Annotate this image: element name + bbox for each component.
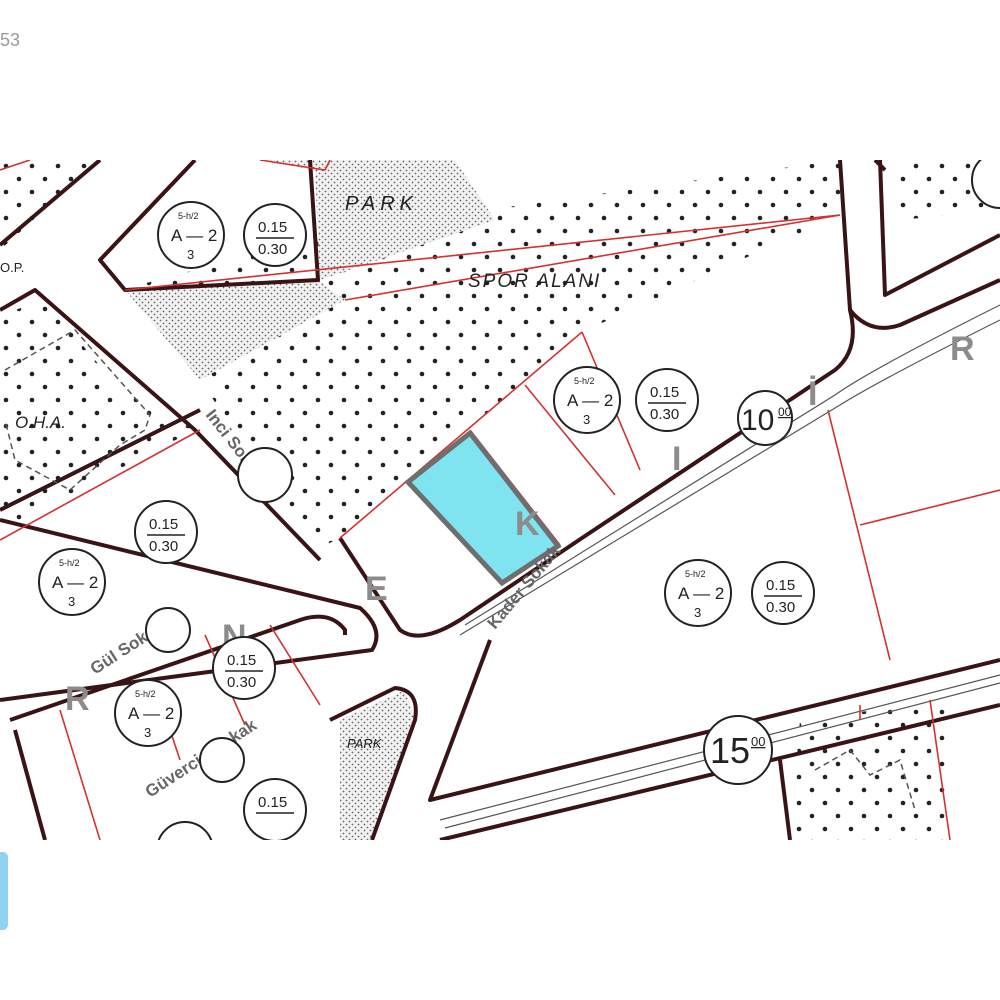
svg-text:5-h/2: 5-h/2 bbox=[59, 558, 80, 568]
park-area-small bbox=[340, 690, 415, 840]
svg-text:A — 2: A — 2 bbox=[52, 573, 98, 592]
svg-text:3: 3 bbox=[187, 247, 194, 262]
svg-text:A — 2: A — 2 bbox=[678, 584, 724, 603]
ratio-circle-1: 0.15 0.30 bbox=[243, 203, 307, 267]
op-label: O.P. bbox=[0, 260, 24, 275]
park-strip bbox=[125, 280, 345, 380]
svg-text:3: 3 bbox=[68, 594, 75, 609]
road-width-marker-lower: 15 00 bbox=[703, 715, 773, 785]
svg-text:10: 10 bbox=[741, 404, 774, 437]
oha-footprint bbox=[4, 329, 151, 491]
road-width-marker-main: 10 00 bbox=[737, 390, 793, 446]
zoning-circle-3: 5-h/2 A — 2 3 bbox=[38, 548, 106, 616]
oha-label: O.H.A. bbox=[15, 413, 66, 432]
svg-text:3: 3 bbox=[144, 725, 151, 740]
svg-text:5-h/2: 5-h/2 bbox=[135, 689, 156, 699]
svg-text:5-h/2: 5-h/2 bbox=[574, 376, 595, 386]
zoning-circle-4: 5-h/2 A — 2 3 bbox=[114, 679, 182, 747]
sport-area bbox=[120, 160, 840, 550]
svg-text:3: 3 bbox=[694, 605, 701, 620]
svg-text:0.30: 0.30 bbox=[149, 538, 178, 555]
svg-text:3: 3 bbox=[583, 412, 590, 427]
partial-circles bbox=[145, 160, 1000, 840]
road-letter-i: I bbox=[672, 440, 681, 478]
park-label-top: PARK bbox=[345, 193, 418, 215]
ratio-circle-2: 0.15 0.30 bbox=[635, 368, 699, 432]
footprint-bottom-right bbox=[814, 749, 916, 811]
zoning-map[interactable]: PARK SPOR ALANI O.H.A. O.P. PARK E R N K… bbox=[0, 160, 1000, 840]
svg-text:A — 2: A — 2 bbox=[171, 226, 217, 245]
ratio-circle-6: 0.15 bbox=[243, 778, 307, 840]
svg-text:0.30: 0.30 bbox=[766, 599, 795, 616]
svg-text:0.15: 0.15 bbox=[149, 516, 178, 533]
road-letter-i2: İ bbox=[808, 375, 817, 413]
svg-text:0.15: 0.15 bbox=[258, 219, 287, 236]
side-panel-tab[interactable] bbox=[0, 852, 8, 930]
oha-block bbox=[0, 300, 195, 530]
svg-text:0.15: 0.15 bbox=[227, 652, 256, 669]
dotted-block-bottom-right bbox=[790, 700, 950, 840]
svg-text:0.30: 0.30 bbox=[650, 406, 679, 423]
svg-text:0.15: 0.15 bbox=[766, 577, 795, 594]
svg-text:00: 00 bbox=[751, 734, 765, 749]
svg-text:0.15: 0.15 bbox=[650, 384, 679, 401]
ratio-circle-4: 0.15 0.30 bbox=[212, 636, 276, 700]
road-letter-r: R bbox=[65, 680, 90, 718]
svg-text:15: 15 bbox=[710, 730, 750, 771]
svg-text:A — 2: A — 2 bbox=[128, 704, 174, 723]
svg-text:0.30: 0.30 bbox=[227, 674, 256, 691]
road-letter-k: K bbox=[515, 505, 540, 543]
svg-text:5-h/2: 5-h/2 bbox=[685, 569, 706, 579]
svg-text:0.30: 0.30 bbox=[258, 241, 287, 258]
road-letter-e: E bbox=[365, 570, 388, 608]
parcel-lines bbox=[0, 160, 1000, 840]
road-letter-r2: R bbox=[950, 330, 975, 368]
ratio-circle-3: 0.15 0.30 bbox=[134, 500, 198, 564]
map-sheet-number: 53 bbox=[0, 30, 21, 50]
selected-parcel[interactable] bbox=[404, 429, 562, 587]
zoning-circle-5: 5-h/2 A — 2 3 bbox=[664, 559, 732, 627]
svg-text:00: 00 bbox=[778, 405, 792, 419]
svg-text:A — 2: A — 2 bbox=[567, 391, 613, 410]
svg-text:0.15: 0.15 bbox=[258, 794, 287, 811]
zoning-circle-1: 5-h/2 A — 2 3 bbox=[157, 201, 225, 269]
zoning-circle-2: 5-h/2 A — 2 3 bbox=[553, 366, 621, 434]
sport-area-label: SPOR ALANI bbox=[468, 271, 601, 292]
park-area-top bbox=[260, 160, 495, 280]
park-label-small: PARK bbox=[347, 736, 383, 751]
svg-text:5-h/2: 5-h/2 bbox=[178, 211, 199, 221]
ratio-circle-5: 0.15 0.30 bbox=[751, 561, 815, 625]
